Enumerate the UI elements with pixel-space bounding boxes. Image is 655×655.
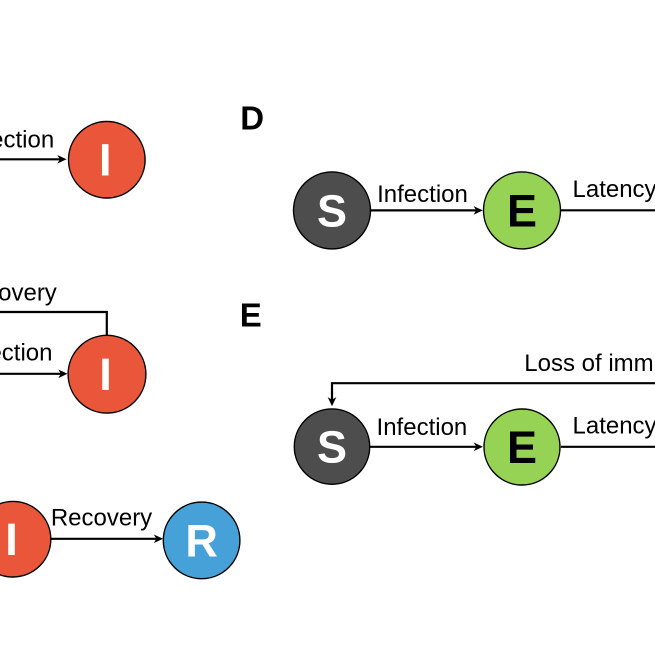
svg-text:Recovery: Recovery (51, 504, 152, 531)
svg-text:Recovery: Recovery (0, 280, 57, 307)
svg-text:Latency: Latency (573, 412, 655, 439)
svg-text:I: I (99, 135, 112, 186)
svg-text:Latency: Latency (573, 176, 655, 203)
svg-text:E: E (240, 297, 262, 334)
svg-text:Loss of immunity: Loss of immunity (524, 350, 655, 377)
svg-text:Infection: Infection (0, 127, 54, 154)
svg-text:S: S (317, 422, 347, 473)
svg-text:E: E (507, 185, 537, 236)
svg-text:R: R (185, 515, 218, 566)
svg-text:D: D (240, 100, 264, 137)
svg-text:E: E (507, 422, 537, 473)
svg-text:I: I (5, 514, 18, 565)
svg-text:Infection: Infection (0, 339, 53, 366)
svg-text:I: I (99, 349, 112, 400)
svg-text:Infection: Infection (377, 414, 468, 441)
svg-text:Infection: Infection (377, 181, 468, 208)
svg-text:S: S (317, 185, 347, 236)
